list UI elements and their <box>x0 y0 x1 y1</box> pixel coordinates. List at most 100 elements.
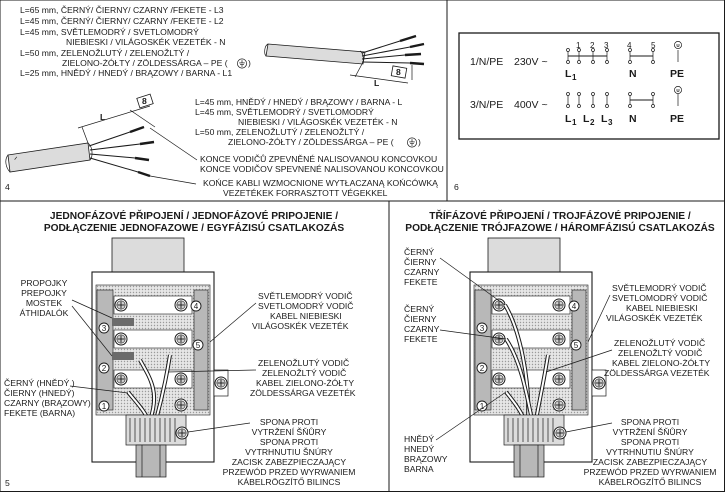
dimension-l-label-2: L <box>100 112 105 122</box>
svg-text:KABEL ZIELONO-ŻÓŁTY: KABEL ZIELONO-ŻÓŁTY <box>612 358 710 368</box>
svg-text:2: 2 <box>102 364 107 373</box>
wire-length-pe: L=50 mm, ZELENOŽLUTÝ / ZELENOŽLTÝ / <box>20 48 190 58</box>
three-phase-title-1: TŘÍFÁZOVÉ PŘIPOJENÍ / TROJFÁZOVÉ PRIPOJE… <box>429 209 691 222</box>
svg-text:1: 1 <box>572 118 577 127</box>
svg-text:5: 5 <box>196 341 201 350</box>
svg-text:BRĄZOWY: BRĄZOWY <box>404 454 448 464</box>
wire-length-n2: L=45 mm, SVĚTLEMODRÝ / SVETLOMODRÝ <box>195 107 374 117</box>
svg-text:4: 4 <box>572 302 577 311</box>
svg-text:2: 2 <box>590 118 595 127</box>
blue-wire-label-3p: SVĚTLEMODRÝ VODIČ SVETLOMODRÝ VODIČ KABE… <box>587 283 708 343</box>
dimension-8-label: 8 <box>396 67 401 77</box>
panel-number: 5 <box>5 478 10 488</box>
svg-text:ZACISK ZABEZPIECZAJĄCY: ZACISK ZABEZPIECZAJĄCY <box>593 457 707 467</box>
svg-text:SVETLOMODRÝ VODIČ: SVETLOMODRÝ VODIČ <box>612 293 708 303</box>
scheme-1-terminals: 1 2 3 4 5 <box>566 41 682 64</box>
terminal-numbers-three: 4 5 3 2 1 <box>476 300 582 412</box>
wire-length-l2: L=45 mm, ČERNÝ/ ČIERNY/ CZARNY /FEKETE -… <box>20 16 224 26</box>
stripped-cable-left: ᐟ L 8 <box>5 93 156 178</box>
clamp-label-3p: SPONA PROTI VYTRŽENÍ ŠŇŮRY SPONA PROTI V… <box>565 417 717 487</box>
wire-length-pe-close: ) <box>248 58 251 68</box>
yellow-wire-label: ZELENOŽLUTÝ VODIČ ZELENOŽLTÝ VODIČ KABEL… <box>167 358 356 398</box>
wire-length-n: L=45 mm, SVĚTLEMODRÝ / SVETLOMODRÝ <box>20 27 199 37</box>
earth-icon-2 <box>407 137 417 148</box>
svg-text:ČIERNY (HNEDÝ): ČIERNY (HNEDÝ) <box>4 388 75 398</box>
black-wire-label-1: ČERNÝ ČIERNY CZARNY FEKETE <box>404 247 506 306</box>
stripped-cable-top: L 8 <box>264 34 425 88</box>
mid-wire-lengths: L=45 mm, HNĚDÝ / HNEDÝ / BRĄZOWY / BARNA… <box>195 97 421 148</box>
jumper-label: PROPOJKY PREPOJKY MOSTEK ÁTHIDALÓK <box>20 278 113 357</box>
svg-text:SPONA PROTI: SPONA PROTI <box>621 417 679 427</box>
top-wire-lengths: L=65 mm, ČERNÝ/ ČIERNY/ CZARNY /FEKETE -… <box>20 5 251 78</box>
svg-text:ZELENOŽLUTÝ VODIČ: ZELENOŽLUTÝ VODIČ <box>614 338 705 348</box>
svg-text:MOSTEK: MOSTEK <box>26 298 63 308</box>
earth-icon-3 <box>674 41 682 49</box>
dimension-l-label: L <box>374 78 379 88</box>
svg-text:SPONA PROTI: SPONA PROTI <box>260 417 318 427</box>
svg-text:3: 3 <box>102 324 107 333</box>
svg-text:KABEL ZIELONO-ŻÓŁTY: KABEL ZIELONO-ŻÓŁTY <box>256 378 354 388</box>
svg-text:ZELENOŽLTÝ VODIČ: ZELENOŽLTÝ VODIČ <box>618 348 702 358</box>
wire-length-pe2: L=50 mm, ZELENOŽLUTÝ / ZELENOŽLTÝ / <box>195 127 365 137</box>
panel-6-connection-schemes: 6 1/N/PE 230V ~ 1 2 3 4 5 <box>454 32 720 192</box>
svg-text:ČIERNY: ČIERNY <box>404 314 437 324</box>
svg-text:PRZEWÓD PRZED WYRWANIEM: PRZEWÓD PRZED WYRWANIEM <box>584 467 717 477</box>
earth-icon <box>237 58 247 69</box>
panel-5-three-phase: TŘÍFÁZOVÉ PŘIPOJENÍ / TROJFÁZOVÉ PRIPOJE… <box>404 209 716 487</box>
svg-text:VILÁGOSKÉK VEZETÉK: VILÁGOSKÉK VEZETÉK <box>606 313 703 323</box>
sleeve-note-hu: VEZETÉKEK FORRASZTOTT VÉGEKKEL <box>223 188 388 198</box>
svg-text:VILÁGOSKÉK VEZETÉK: VILÁGOSKÉK VEZETÉK <box>252 321 349 331</box>
svg-text:SPONA PROTI: SPONA PROTI <box>260 437 318 447</box>
single-phase-title-1: JEDNOFÁZOVÉ PŘIPOJENÍ / JEDNOFÁZOVÉ PRIP… <box>50 209 338 222</box>
svg-text:SVĚTLEMODRÝ VODIČ: SVĚTLEMODRÝ VODIČ <box>612 283 707 293</box>
sleeve-note-pl: KOŃCE KABLI WZMOCNIONE WYTŁACZANĄ KOŃCÓW… <box>203 178 438 188</box>
wire-length-pe2-close: ) <box>418 137 421 147</box>
terminal-block-single <box>91 237 229 478</box>
svg-text:ZÖLDESSÁRGA VEZETÉK: ZÖLDESSÁRGA VEZETÉK <box>250 388 356 398</box>
scheme-1-voltage: 230V ~ <box>514 56 548 68</box>
svg-text:VYTRHNUTIU ŠNÚRY: VYTRHNUTIU ŠNÚRY <box>245 447 333 457</box>
svg-text:ČIERNY: ČIERNY <box>404 257 437 267</box>
svg-text:FEKETE (BARNA): FEKETE (BARNA) <box>4 408 75 418</box>
scheme-2-pe-label: PE <box>670 113 684 125</box>
wire-length-pe-cont: ZIELONO-ŻÓŁTY / ZÖLDESSÁRGA – PE ( <box>62 58 228 68</box>
three-phase-title-2: PODŁĄCZENIE TRÓJFAZOWE / HÁROMFÁZISÚ CSA… <box>405 221 715 234</box>
svg-text:1: 1 <box>102 402 107 411</box>
svg-text:ZACISK ZABEZPIECZAJĄCY: ZACISK ZABEZPIECZAJĄCY <box>232 457 346 467</box>
scheme-2-phase: 3/N/PE <box>470 99 503 111</box>
black-wire-label: ČERNÝ (HNĚDÝ ) ČIERNY (HNEDÝ) CZARNY (BR… <box>4 378 129 418</box>
scheme-1-l-label: L <box>565 68 572 80</box>
svg-text:ZÖLDESSÁRGA VEZETÉK: ZÖLDESSÁRGA VEZETÉK <box>604 368 710 378</box>
panel-number: 6 <box>454 182 459 192</box>
svg-text:2: 2 <box>480 364 485 373</box>
svg-text:4: 4 <box>627 41 632 50</box>
svg-text:CZARNY: CZARNY <box>404 267 440 277</box>
svg-text:PREPOJKY: PREPOJKY <box>21 288 67 298</box>
svg-text:ÁTHIDALÓK: ÁTHIDALÓK <box>20 308 69 318</box>
svg-text:KÁBELRÖGZÍTŐ BILINCS: KÁBELRÖGZÍTŐ BILINCS <box>238 477 341 487</box>
wire-length-n-cont: NIEBIESKI / VILÁGOSKÉK VEZETÉK - N <box>66 37 226 47</box>
panel-4-wire-prep: 4 L=65 mm, ČERNÝ/ ČIERNY/ CZARNY /FEKETE… <box>5 5 444 198</box>
svg-text:ᐟ: ᐟ <box>14 155 18 165</box>
svg-text:3: 3 <box>604 41 609 50</box>
svg-text:CZARNY: CZARNY <box>404 324 440 334</box>
svg-text:5: 5 <box>651 41 656 50</box>
svg-text:CZARNY (BRĄZOWY): CZARNY (BRĄZOWY) <box>4 398 91 408</box>
svg-text:3: 3 <box>480 324 485 333</box>
svg-text:SVETLOMODRÝ VODIČ: SVETLOMODRÝ VODIČ <box>258 301 354 311</box>
svg-text:VYTRŽENÍ ŠŇŮRY: VYTRŽENÍ ŠŇŮRY <box>613 426 688 437</box>
svg-text:4: 4 <box>194 302 199 311</box>
svg-text:SPONA PROTI: SPONA PROTI <box>621 437 679 447</box>
svg-text:VYTRŽENÍ ŠŇŮRY: VYTRŽENÍ ŠŇŮRY <box>252 426 327 437</box>
svg-text:FEKETE: FEKETE <box>404 334 438 344</box>
panel-number: 4 <box>5 182 10 192</box>
ferrule-note-sk: KONCE VODIČOV SPEVNENÉ NALISOVANOU KONCO… <box>200 164 444 174</box>
svg-text:2: 2 <box>590 41 595 50</box>
yellow-wire-label-3p: ZELENOŽLUTÝ VODIČ ZELENOŽLTÝ VODIČ KABEL… <box>545 338 710 378</box>
scheme-2-l1-label: L <box>565 113 572 125</box>
svg-text:ČERNÝ: ČERNÝ <box>404 304 434 314</box>
svg-text:KABEL NIEBIESKI: KABEL NIEBIESKI <box>626 303 698 313</box>
svg-text:3: 3 <box>608 118 613 127</box>
wire-length-l3: L=65 mm, ČERNÝ/ ČIERNY/ CZARNY /FEKETE -… <box>20 5 224 15</box>
blue-wire-label: SVĚTLEMODRÝ VODIČ SVETLOMODRÝ VODIČ KABE… <box>209 291 354 343</box>
